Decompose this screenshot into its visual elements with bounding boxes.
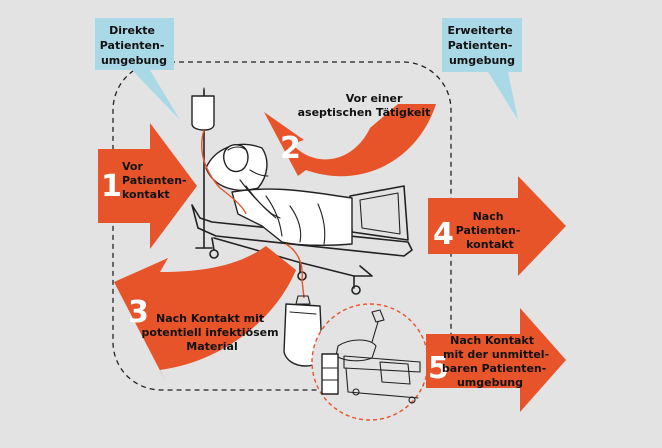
step-4-line-2: Patienten-: [456, 224, 521, 237]
step-5-number: 5: [428, 351, 449, 386]
step-1-line-3: kontakt: [122, 188, 170, 201]
step-3-line-2: potentiell infektiösem: [142, 326, 279, 339]
step-3-arrow: 3 Nach Kontakt mit potentiell infektiöse…: [114, 246, 296, 382]
step-5-line-2: mit der unmittel-: [443, 348, 549, 361]
step-2-line-2: aseptischen Tätigkeit: [298, 106, 431, 119]
step-5-line-1: Nach Kontakt: [450, 334, 534, 347]
svg-text:Erweiterte Patienten-: Erweiterte Patienten- umgebung: [447, 24, 516, 67]
svg-text:Vor Patienten- kon: Vor Patienten- kontakt: [122, 160, 190, 201]
step-1-line-1: Vor: [122, 160, 143, 173]
step-5-line-4: umgebung: [457, 376, 523, 389]
callout-extended-line-2: Patienten-: [448, 39, 513, 52]
step-2-line-1: Vor einer: [346, 92, 403, 105]
iv-drip-stand-icon: [191, 87, 247, 249]
step-4-arrow: 4 Nach Patienten- kontakt: [428, 176, 566, 276]
svg-text:Nach Kontakt mit der unm: Nach Kontakt mit der unmittel- baren Pat…: [442, 334, 553, 389]
step-5-line-3: baren Patienten-: [442, 362, 546, 375]
step-3-number: 3: [128, 295, 149, 330]
step-5-arrow: 5 Nach Kontakt mit der unmittel- baren P…: [426, 308, 566, 412]
svg-text:Vor einer aseptischen Tä: Vor einer aseptischen Tätigkeit: [298, 92, 431, 119]
step-2-arrow: 2 Vor einer aseptischen Tätigkeit: [264, 92, 436, 177]
callout-extended-line-3: umgebung: [449, 54, 515, 67]
callout-extended-line-1: Erweiterte: [447, 24, 512, 37]
callout-direct-line-2: Patienten-: [100, 39, 165, 52]
callout-direct-zone: Direkte Patienten- umgebung: [95, 18, 180, 120]
step-3-line-1: Nach Kontakt mit: [156, 312, 264, 325]
bedside-table-icon: [321, 353, 339, 395]
step-4-line-3: kontakt: [466, 238, 514, 251]
step-1-arrow: 1 Vor Patienten- kontakt: [98, 123, 197, 249]
empty-bed-icon: [335, 309, 421, 404]
step-4-line-1: Nach: [473, 210, 504, 223]
step-3-line-3: Material: [186, 340, 237, 353]
step-4-number: 4: [433, 217, 454, 252]
step-1-line-2: Patienten-: [122, 174, 187, 187]
urine-bag-icon: [283, 243, 323, 367]
svg-text:Nach Patienten- ko: Nach Patienten- kontakt: [456, 210, 524, 251]
callout-extended-zone: Erweiterte Patienten- umgebung: [442, 18, 522, 120]
svg-text:Direkte Patienten-: Direkte Patienten- umgebung: [100, 24, 168, 67]
step-2-number: 2: [280, 131, 301, 166]
callout-direct-line-1: Direkte: [109, 24, 155, 37]
callout-direct-line-3: umgebung: [101, 54, 167, 67]
hospital-bed-icon: [191, 143, 413, 295]
step-1-number: 1: [101, 169, 122, 204]
svg-text:Nach Kontakt mit potenti: Nach Kontakt mit potentiell infektiösem …: [142, 312, 283, 353]
